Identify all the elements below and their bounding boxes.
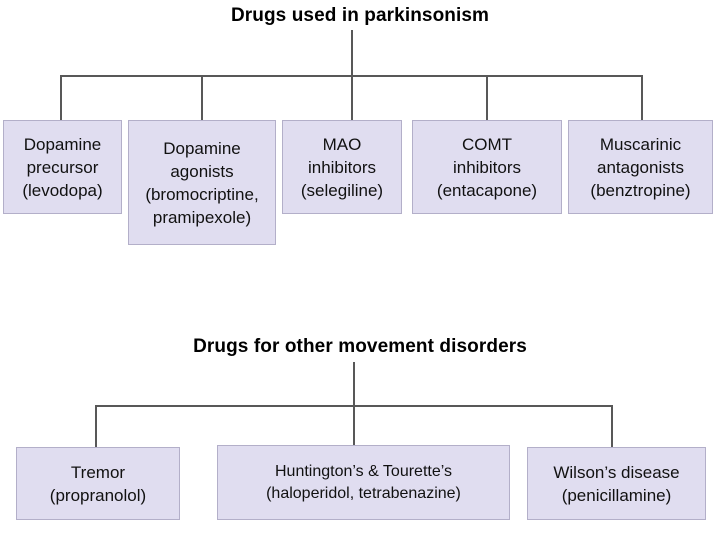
node-line: (entacapone) xyxy=(436,180,538,200)
node-line: (levodopa) xyxy=(22,180,103,200)
node-muscarinic-antagonists[interactable]: Muscarinic antagonists (benztropine) xyxy=(568,120,713,214)
node-line: (propranolol) xyxy=(49,485,147,505)
node-line: (haloperidol, tetrabenazine) xyxy=(266,484,461,502)
connector-drop-tremor xyxy=(95,405,97,448)
node-wilsons-disease[interactable]: Wilson’s disease (penicillamine) xyxy=(527,447,706,520)
node-line: Dopamine xyxy=(23,134,102,154)
connector-drop-wilsons-disease xyxy=(611,405,613,448)
node-dopamine-precursor[interactable]: Dopamine precursor (levodopa) xyxy=(3,120,122,214)
connector-drop-dopamine-precursor xyxy=(60,75,62,120)
connector-drop-huntingtons-tourettes xyxy=(353,405,355,448)
node-line: (bromocriptine, xyxy=(145,184,259,204)
node-line: Muscarinic xyxy=(599,134,682,154)
node-tremor[interactable]: Tremor (propranolol) xyxy=(16,447,180,520)
node-huntingtons-tourettes[interactable]: Huntington’s & Tourette’s (haloperidol, … xyxy=(217,445,510,520)
node-line: MAO xyxy=(322,134,362,154)
node-line: precursor xyxy=(26,157,99,177)
connector-drop-mao-inhibitors xyxy=(351,75,353,120)
node-line: agonists xyxy=(170,161,234,181)
node-line: Dopamine xyxy=(163,138,241,158)
node-line: pramipexole) xyxy=(152,207,252,227)
node-line: inhibitors xyxy=(307,157,377,177)
node-line: (benztropine) xyxy=(590,180,691,200)
node-line: Huntington’s & Tourette’s xyxy=(274,462,452,480)
node-line: antagonists xyxy=(597,157,684,177)
node-mao-inhibitors[interactable]: MAO inhibitors (selegiline) xyxy=(282,120,402,214)
node-line: (selegiline) xyxy=(300,180,384,200)
connector-drop-comt-inhibitors xyxy=(486,75,488,120)
node-line: inhibitors xyxy=(452,157,522,177)
connector-drop-dopamine-agonists xyxy=(201,75,203,120)
node-line: Wilson’s disease xyxy=(553,462,680,482)
node-dopamine-agonists[interactable]: Dopamine agonists (bromocriptine, pramip… xyxy=(128,120,276,245)
node-line: COMT xyxy=(461,134,513,154)
connector-stem-other-movement-disorders xyxy=(353,362,355,406)
section-title-other-movement-disorders: Drugs for other movement disorders xyxy=(193,336,527,357)
node-comt-inhibitors[interactable]: COMT inhibitors (entacapone) xyxy=(412,120,562,214)
connector-drop-muscarinic-antagonists xyxy=(641,75,643,120)
node-line: Tremor xyxy=(70,462,126,482)
node-line: (penicillamine) xyxy=(561,485,672,505)
connector-stem-parkinsonism xyxy=(351,30,353,76)
section-title-parkinsonism: Drugs used in parkinsonism xyxy=(230,5,490,26)
